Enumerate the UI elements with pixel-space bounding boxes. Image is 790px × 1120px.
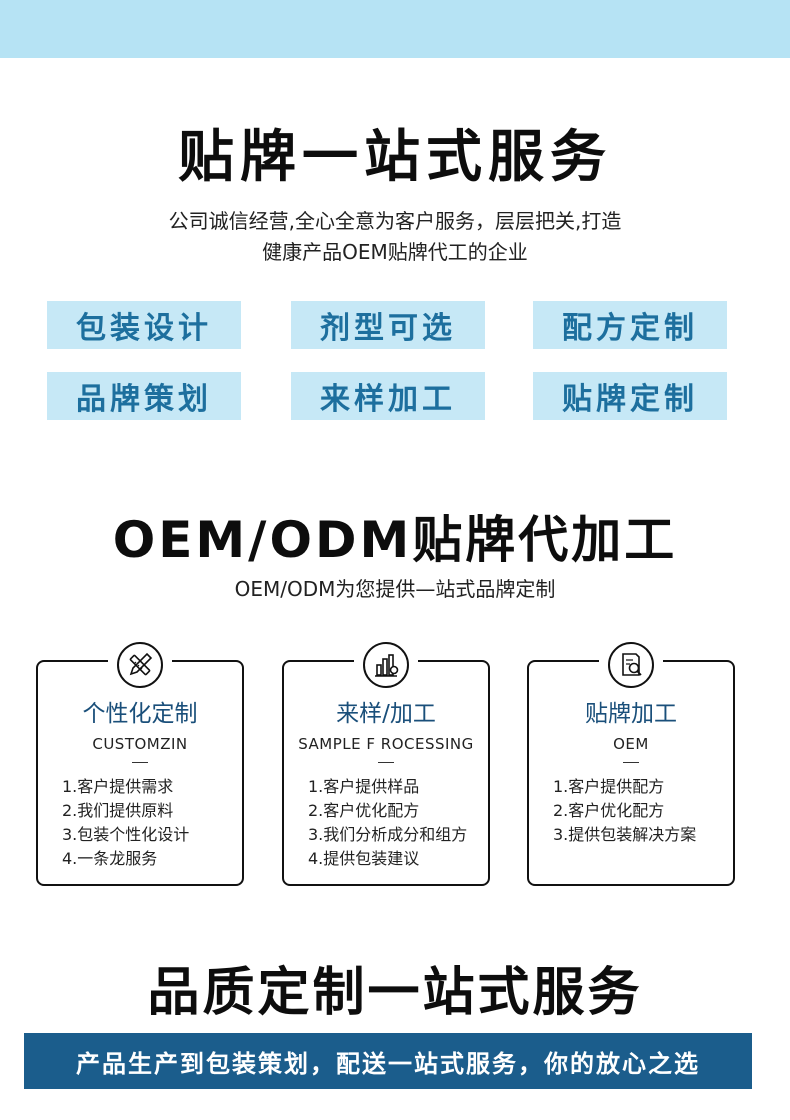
section-title-oem-service: 贴牌一站式服务: [178, 125, 612, 190]
list-item: 3.提供包装解决方案: [553, 825, 697, 844]
list-item: 1.客户提供需求: [62, 777, 174, 796]
top-decorative-band: [0, 0, 790, 58]
section-subtitle-oem-odm: OEM/ODM为您提供—站式品牌定制: [234, 577, 556, 601]
ruler-pencil-icon: [117, 642, 163, 688]
list-item: 4.提供包装建议: [308, 849, 420, 868]
list-item: 3.包装个性化设计: [62, 825, 190, 844]
card-title: 贴牌加工: [585, 701, 677, 727]
card-step-list: 1.客户提供需求 2.我们提供原料 3.包装个性化设计 4.一条龙服务: [62, 775, 189, 871]
tag-private-label: 贴牌定制: [533, 372, 727, 420]
list-item: 1.客户提供样品: [308, 777, 420, 796]
list-item: 2.我们提供原料: [62, 801, 174, 820]
card-divider: [132, 762, 148, 763]
card-subtitle: OEM: [613, 735, 649, 753]
tag-packaging-design: 包装设计: [47, 301, 241, 349]
tag-brand-planning: 品牌策划: [47, 372, 241, 420]
list-item: 2.客户优化配方: [553, 801, 665, 820]
card-subtitle: CUSTOMZIN: [92, 735, 188, 753]
card-divider: [623, 762, 639, 763]
card-subtitle: SAMPLE F ROCESSING: [298, 735, 474, 753]
card-step-list: 1.客户提供样品 2.客户优化配方 3.我们分析成分和组方 4.提供包装建议: [308, 775, 467, 871]
service-card-private-label: 贴牌加工 OEM 1.客户提供配方 2.客户优化配方 3.提供包装解决方案: [527, 642, 735, 886]
service-card-sample-processing: 来样/加工 SAMPLE F ROCESSING 1.客户提供样品 2.客户优化…: [282, 642, 490, 886]
tag-dosage-form: 剂型可选: [291, 301, 485, 349]
list-item: 2.客户优化配方: [308, 801, 420, 820]
section-title-oem-odm: OEM/ODM贴牌代加工: [112, 511, 678, 569]
intro-text-line-1: 公司诚信经营,全心全意为客户服务，层层把关,打造: [168, 209, 622, 233]
service-card-customization: 个性化定制 CUSTOMZIN 1.客户提供需求 2.我们提供原料 3.包装个性…: [36, 642, 244, 886]
list-item: 3.我们分析成分和组方: [308, 825, 468, 844]
card-title: 来样/加工: [336, 701, 436, 727]
section-title-quality-service: 品质定制一站式服务: [147, 963, 643, 1023]
list-item: 4.一条龙服务: [62, 849, 158, 868]
document-search-icon: [608, 642, 654, 688]
tag-sample-processing: 来样加工: [291, 372, 485, 420]
card-step-list: 1.客户提供配方 2.客户优化配方 3.提供包装解决方案: [553, 775, 696, 847]
tag-formula-custom: 配方定制: [533, 301, 727, 349]
list-item: 1.客户提供配方: [553, 777, 665, 796]
card-divider: [378, 762, 394, 763]
card-title: 个性化定制: [82, 701, 198, 727]
chart-analysis-icon: [363, 642, 409, 688]
intro-text-line-2: 健康产品OEM贴牌代工的企业: [262, 240, 528, 264]
bottom-slogan-banner: 产品生产到包装策划，配送一站式服务，你的放心之选: [24, 1033, 752, 1089]
